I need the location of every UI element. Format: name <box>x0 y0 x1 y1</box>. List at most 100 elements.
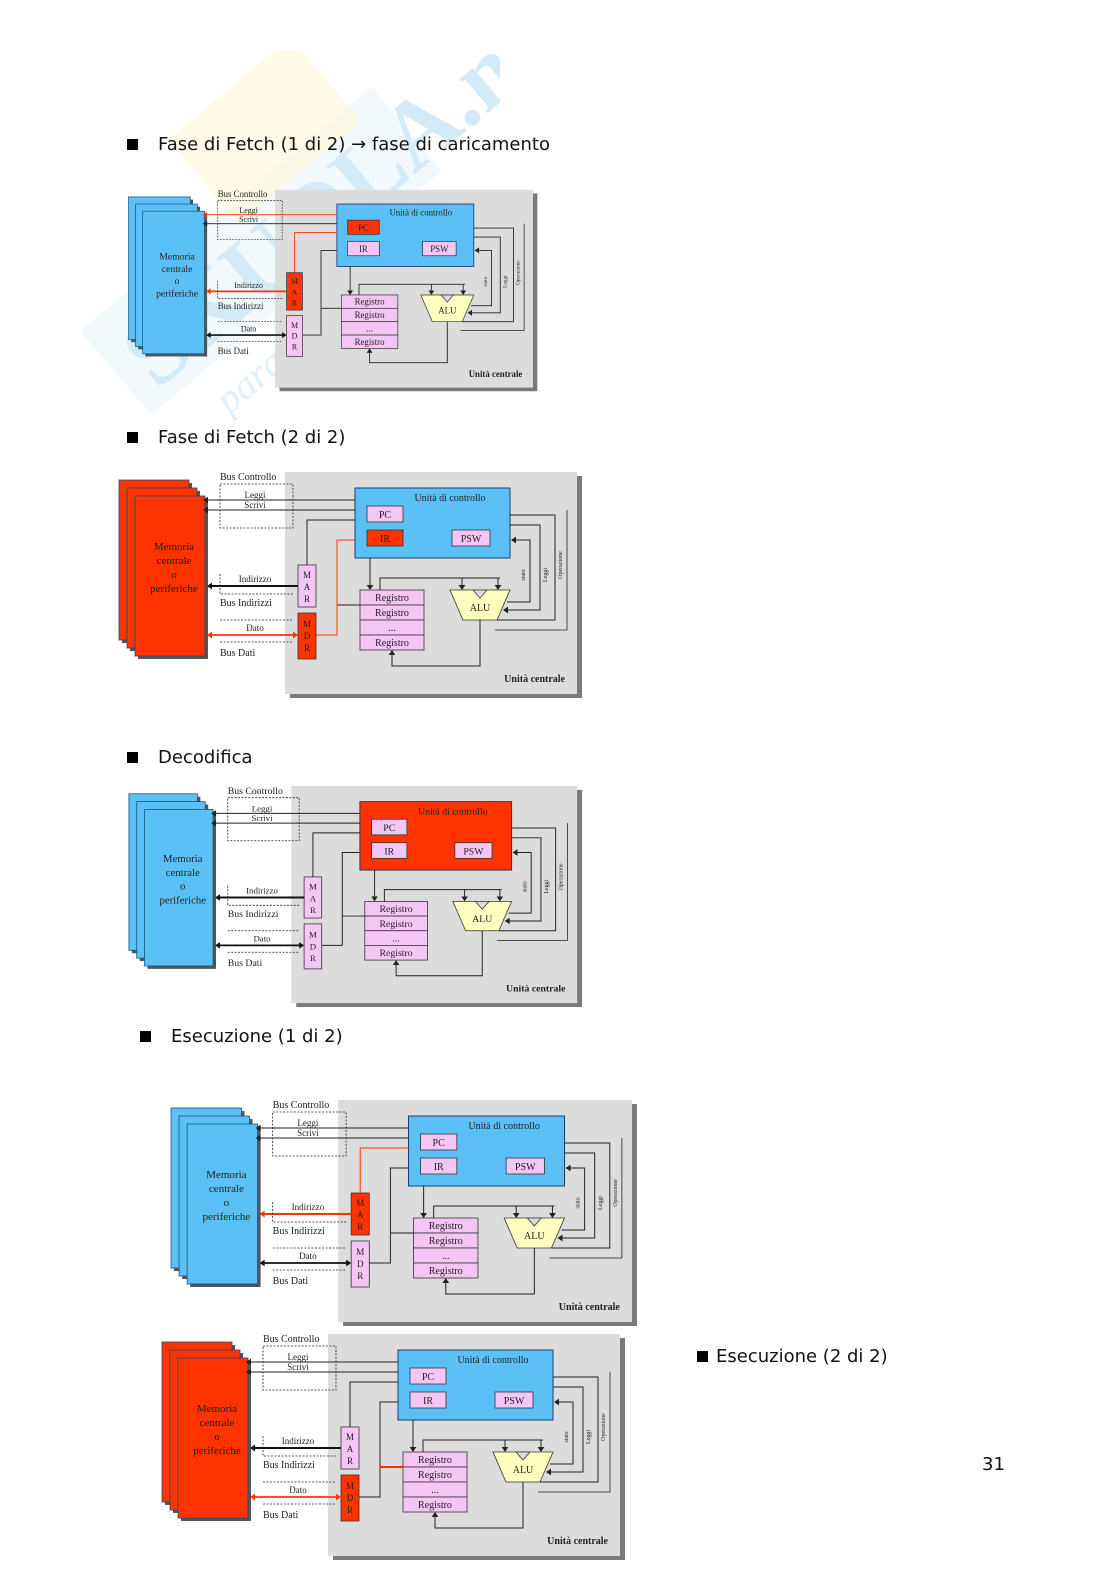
registro-label: Registro <box>429 1221 463 1232</box>
signal-line <box>538 1372 611 1493</box>
psw-register-label: PSW <box>461 534 482 545</box>
memoria-centrale-block <box>144 809 214 967</box>
signal-line <box>549 1138 623 1259</box>
flags-label: Leggi <box>543 568 549 582</box>
memoria-label: o <box>224 1197 230 1209</box>
ir-register <box>420 1157 458 1175</box>
diagram-svg: Unità centraleMemoriacentraleoperiferich… <box>161 1334 625 1560</box>
pc-register <box>347 219 380 235</box>
control-register-arrow-icon <box>371 896 378 902</box>
memoria-label: periferiche <box>193 1445 241 1457</box>
registro-label: ... <box>431 1485 439 1496</box>
section-title-text: Esecuzione (2 di 2) <box>716 1346 888 1367</box>
operazione-line <box>559 1152 596 1239</box>
operazione-label: Operazione <box>516 260 522 285</box>
alu-output-arrow-icon <box>431 1512 439 1517</box>
ir-register <box>371 842 408 859</box>
pc-register-label: PC <box>433 1138 446 1149</box>
section-title-esecuzione-1: Esecuzione (1 di 2) <box>140 1026 343 1047</box>
alu-input-a-arrow-icon <box>512 1213 520 1218</box>
memoria-centrale-block <box>134 495 206 657</box>
dato-label: Dato <box>246 623 264 633</box>
unita-centrale-label: Unità centrale <box>547 1536 608 1547</box>
flags-label: Leggi <box>544 880 550 894</box>
alu-label: ALU <box>470 603 491 614</box>
psw-register <box>422 241 457 257</box>
operazione-arrow-icon <box>504 917 510 925</box>
psw-register <box>494 1391 534 1409</box>
memoria-centrale-block <box>186 1123 258 1285</box>
mar-control-link <box>294 232 337 273</box>
operazione-label: Operazione <box>558 863 564 890</box>
indirizzo-arrow-icon <box>207 582 212 590</box>
dato-label: Dato <box>253 934 271 944</box>
control-register-arrow-icon <box>409 1447 417 1452</box>
dato-label: Dato <box>299 1251 317 1261</box>
mdr-register <box>297 612 317 660</box>
alu-output-arrow-icon <box>392 960 400 965</box>
alu-input-a-arrow-icon <box>461 896 468 902</box>
operazione-line <box>505 524 541 611</box>
mar-letter: A <box>310 893 317 903</box>
unita-di-controllo-label: Unità di controllo <box>389 208 452 218</box>
alu-input-a-arrow-icon <box>501 1447 509 1452</box>
scrivi-arrow-icon <box>255 1134 261 1142</box>
bus-indirizzi-label: Bus Indirizzi <box>263 1460 315 1471</box>
registro-label: ... <box>442 1251 450 1262</box>
ir-register-label: IR <box>434 1162 444 1173</box>
mar-letter: M <box>291 277 298 286</box>
memoria-label: o <box>180 881 185 893</box>
memoria-label: o <box>171 569 177 581</box>
indirizzo-arrow-icon <box>250 1444 255 1452</box>
mar-letter: M <box>309 882 317 892</box>
dato-label: Dato <box>241 324 256 333</box>
dato-arrow-left-icon <box>206 332 211 339</box>
diagram-svg: Unità centraleMemoriacentraleoperiferich… <box>118 472 582 698</box>
stato-label: stato <box>564 1431 570 1442</box>
bus-controllo-box <box>217 200 283 241</box>
bus-dati-label: Bus Dati <box>220 648 256 659</box>
alu-output-line <box>395 930 483 977</box>
mar-letter: R <box>310 905 316 915</box>
dato-arrow-left-icon <box>207 631 212 639</box>
scrivi-label: Scrivi <box>287 1362 309 1372</box>
pc-register-label: PC <box>379 510 392 521</box>
stato-label: stato <box>522 881 528 892</box>
operazione-label: Operazione <box>601 1413 607 1441</box>
unita-centrale-label: Unità centrale <box>559 1302 621 1313</box>
bus-dati-label: Bus Dati <box>228 958 263 969</box>
mar-letter: A <box>304 582 311 592</box>
mar-letter: M <box>346 1432 354 1442</box>
psw-register <box>451 529 491 547</box>
ir-register <box>347 241 380 257</box>
mar-letter: A <box>357 1210 364 1220</box>
register-alu-bus <box>433 1205 555 1218</box>
register-alu-bus <box>358 283 465 295</box>
signal-line <box>496 823 568 941</box>
alu-notch <box>440 294 455 303</box>
memoria-centrale-block <box>177 1357 249 1519</box>
operazione-arrow-icon <box>557 1234 563 1242</box>
mdr-letter: D <box>304 631 311 641</box>
dato-label: Dato <box>289 1485 307 1495</box>
psw-register <box>454 842 493 859</box>
mdr-control-link <box>302 249 337 336</box>
scrivi-arrow-icon <box>246 1368 251 1376</box>
leggi-label: Leggi <box>239 206 258 215</box>
registro-label: ... <box>392 934 399 945</box>
alu-input-b-arrow-icon <box>460 290 467 295</box>
alu-output-arrow-icon <box>366 348 373 353</box>
alu-output-line <box>369 321 448 364</box>
indirizzo-label: Indirizzo <box>239 574 272 584</box>
dato-arrow-left-icon <box>250 1493 255 1501</box>
mdr-letter: M <box>309 930 317 940</box>
memoria-label: centrale <box>166 867 200 879</box>
unita-di-controllo-label: Unità di controllo <box>414 493 485 504</box>
leggi-arrow-icon <box>202 211 208 218</box>
signal-line <box>495 510 568 631</box>
mar-letter: A <box>292 288 298 297</box>
mdr-letter: M <box>291 321 298 330</box>
bullet-icon <box>140 1031 151 1042</box>
bus-controllo-label: Bus Controllo <box>218 189 268 199</box>
